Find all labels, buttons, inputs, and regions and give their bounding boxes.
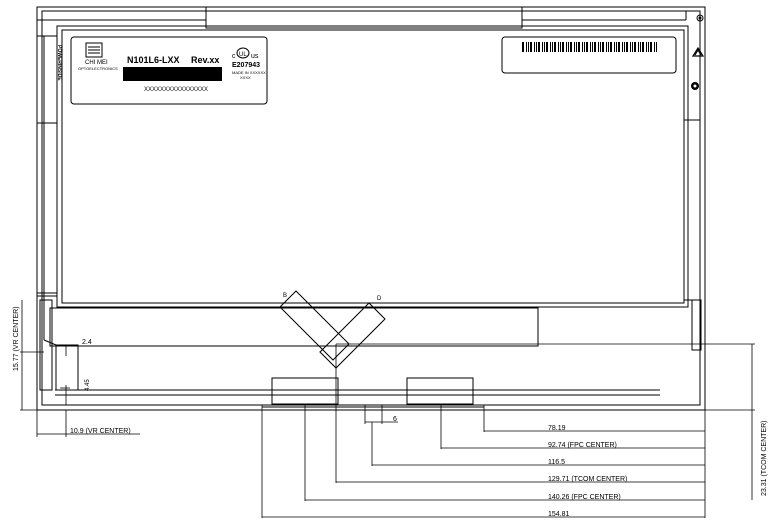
fpc-tag-right: D [377, 296, 382, 302]
dim-116-5: 116.5 [548, 459, 565, 466]
barcode-bar [578, 42, 580, 52]
barcode-bar [586, 42, 588, 52]
barcode-bar [574, 42, 575, 52]
barcode-bar [560, 42, 561, 52]
barcode-bar [566, 42, 567, 52]
label-plate: CHI MEI OPTOELECTRONICS N101L6-LXX Rev.x… [70, 36, 268, 105]
barcode-bar [554, 42, 556, 52]
barcode-bar [562, 42, 564, 52]
barcode-bar [648, 42, 649, 52]
dim-140-26: 140.26 (FPC CENTER) [548, 494, 621, 501]
recycle-icon [691, 46, 705, 57]
barcode-bar [624, 42, 625, 52]
dim-top-offset: 2.4 [82, 339, 92, 346]
barcode-bar [622, 42, 623, 52]
barcode-bar [522, 42, 524, 52]
barcode-bar [642, 42, 644, 52]
dim-small-gap: 6 [393, 416, 397, 423]
barcode-bar [544, 42, 545, 52]
barcode-bar [632, 42, 633, 52]
barcode-bar [650, 42, 652, 52]
model-number: N101L6-LXX [127, 55, 180, 65]
rohs-gear-icon [691, 82, 699, 90]
barcode-bar [656, 42, 657, 52]
barcode-bar [630, 42, 631, 52]
barcode-bar [606, 42, 607, 52]
barcode-bar [546, 42, 548, 52]
barcode-bar [614, 42, 615, 52]
dim-154-81: 154.81 [548, 511, 570, 518]
barcode-bar [568, 42, 569, 52]
dim-129-71: 129.71 (TCOM CENTER) [548, 476, 627, 483]
barcode-bar [558, 42, 559, 52]
barcode-bar [592, 42, 593, 52]
barcode-bar [640, 42, 641, 52]
ul-cert-icon: c UL us [232, 47, 259, 60]
made-in-year: XXXX [240, 75, 251, 80]
barcode-bar [594, 42, 596, 52]
barcode-bar [634, 42, 636, 52]
barcode-bar [590, 42, 591, 52]
fpc-tag-left: B [283, 293, 287, 299]
brand-small-2: OPTOELECTRONICS [78, 66, 118, 71]
barcode-bar [610, 42, 612, 52]
barcode-bar [538, 42, 540, 52]
barcode-bar [582, 42, 583, 52]
dim-left-offset: 4.45 [85, 379, 91, 391]
barcode-icon [501, 36, 677, 74]
barcode-bar [576, 42, 577, 52]
fpc-connector-right [319, 302, 386, 369]
barcode-bar [530, 42, 532, 52]
svg-text:UL: UL [239, 52, 247, 58]
barcode-bar [570, 42, 572, 52]
panel-frame [36, 6, 706, 411]
barcode-bar [598, 42, 599, 52]
barcode-bar [608, 42, 609, 52]
barcode-bar [646, 42, 647, 52]
dim-vr-center-horizontal: 10.9 (VR CENTER) [70, 428, 131, 435]
dim-vr-center-vertical: 15.77 (VR CENTER) [13, 306, 20, 371]
cert-number: E207943 [232, 62, 260, 69]
barcode-bar [528, 42, 529, 52]
barcode-bar [602, 42, 604, 52]
box-logo-icon [85, 42, 103, 58]
barcode-bar [600, 42, 601, 52]
cert-c: c [232, 53, 236, 60]
barcode-bar [536, 42, 537, 52]
brand-small: CHI MEI [85, 60, 108, 66]
side-text: POWERINSIDE [56, 45, 62, 81]
serial-black-bar [123, 67, 222, 81]
barcode-bar [584, 42, 585, 52]
dimension-lines [20, 300, 755, 518]
fpc-connector-left [279, 290, 350, 361]
revision: Rev.xx [191, 55, 219, 65]
dim-78-19: 78.19 [548, 425, 566, 432]
barcode-bar [550, 42, 551, 52]
made-in: MADE IN XXXXXX [232, 70, 266, 75]
barcode-bar [526, 42, 527, 52]
barcode-bar [534, 42, 535, 52]
barcode-bar [542, 42, 543, 52]
barcode-bar [638, 42, 639, 52]
barcode-bar [618, 42, 620, 52]
cert-us: us [251, 53, 259, 60]
serial-text: XXXXXXXXXXXXXXXX [144, 87, 208, 93]
barcode-bar [552, 42, 553, 52]
dim-92-74: 92.74 (FPC CENTER) [548, 442, 617, 449]
barcode-bar [654, 42, 655, 52]
barcode-bar [616, 42, 617, 52]
dim-tcom-center-vertical: 23.31 (TCOM CENTER) [761, 421, 768, 496]
barcode-bar [626, 42, 628, 52]
